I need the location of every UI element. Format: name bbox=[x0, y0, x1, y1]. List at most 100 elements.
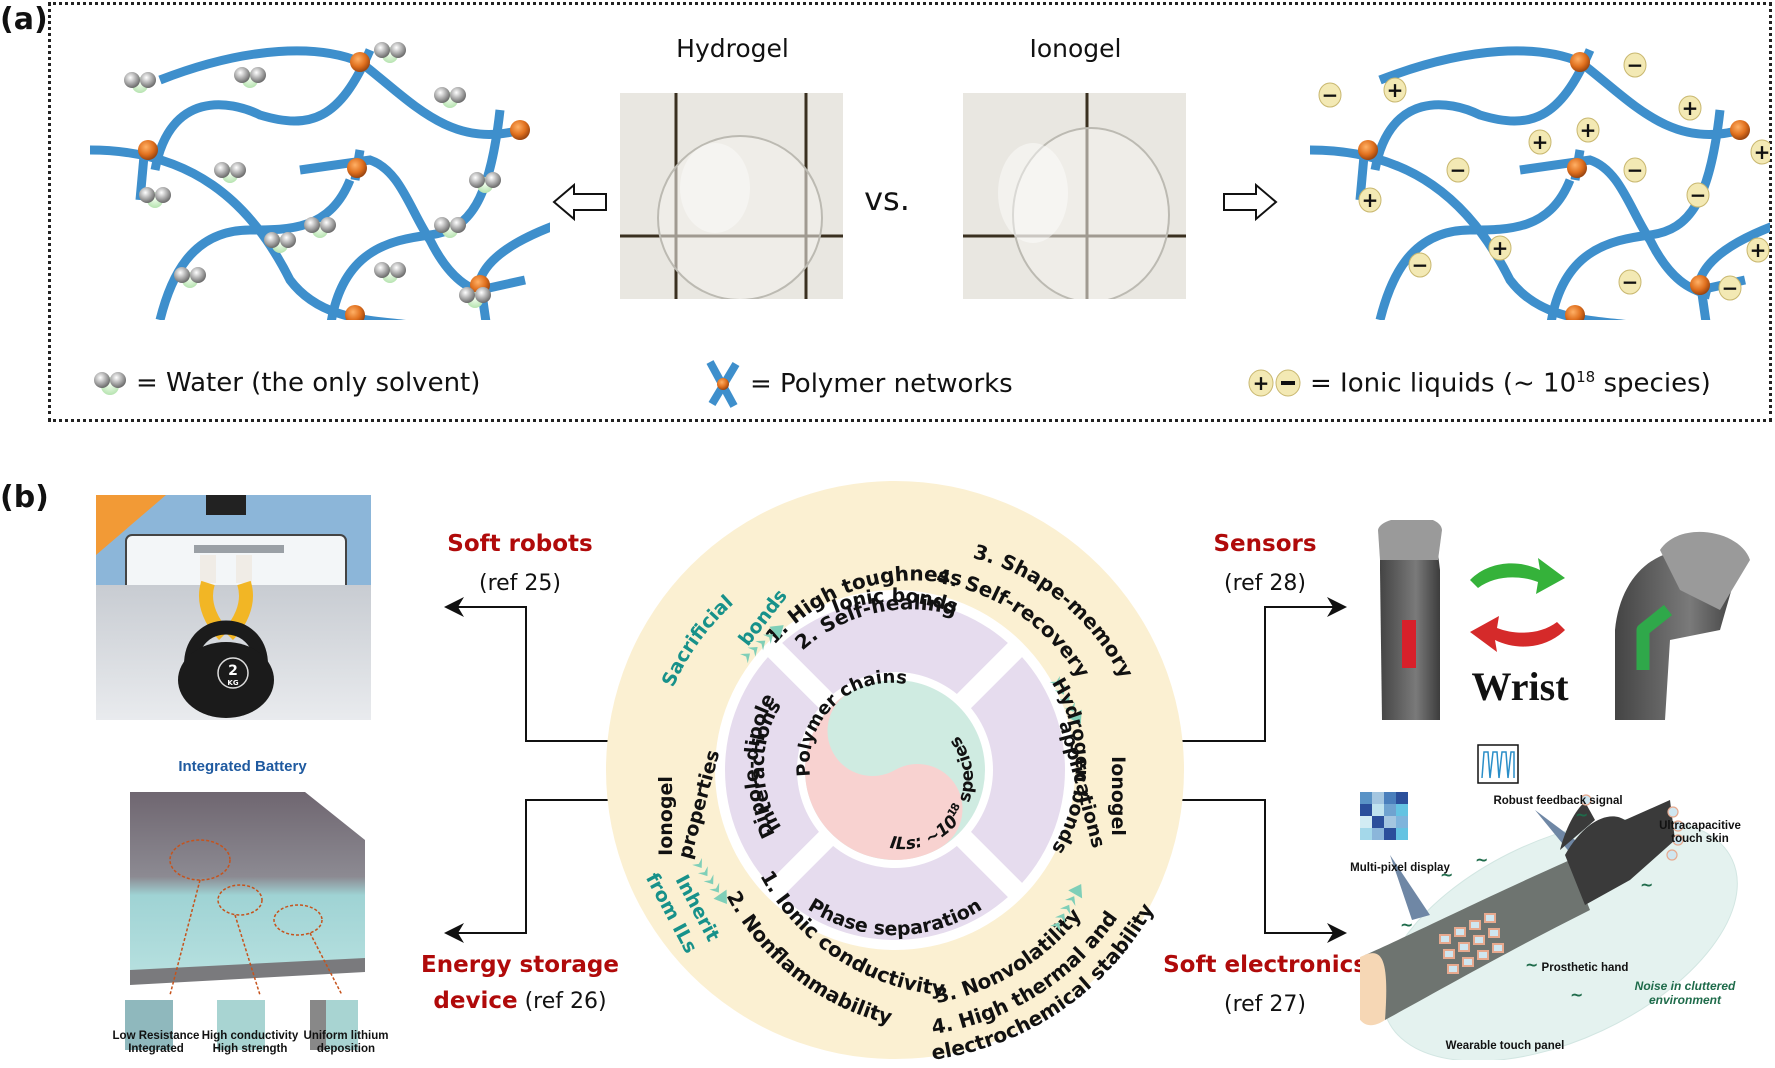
chevron-inherit-icon bbox=[692, 858, 727, 905]
cation-icon: + bbox=[1576, 117, 1600, 143]
svg-text:+: + bbox=[1253, 371, 1270, 395]
anion-icon: − bbox=[1618, 269, 1642, 295]
crosslink-nodes bbox=[138, 52, 530, 320]
svg-text:−: − bbox=[1627, 53, 1644, 77]
panel-b-label: (b) bbox=[0, 480, 49, 515]
noise-tilde-marks: ~~~~~~~ bbox=[1400, 805, 1653, 1004]
svg-text:+: + bbox=[1754, 140, 1770, 164]
right-hollow-arrow-icon bbox=[1223, 182, 1278, 222]
svg-text:−: − bbox=[1690, 183, 1707, 207]
anion-icon: − bbox=[1318, 82, 1342, 108]
cation-icon: + bbox=[1746, 237, 1770, 263]
water-molecules bbox=[124, 42, 501, 308]
anion-icon: − bbox=[1623, 157, 1647, 183]
wrist-straight-icon bbox=[1378, 520, 1442, 720]
prosthetic-arm-illustration: ~~~~~~~ bbox=[1360, 744, 1738, 1060]
chevron-recovery-icon bbox=[1049, 676, 1082, 725]
energy-storage-subtitle: device (ref 26) bbox=[433, 988, 607, 1014]
versus-text: vs. bbox=[864, 180, 910, 218]
multi-pixel-display-label: Multi-pixel display bbox=[1350, 862, 1450, 874]
cation-icon: + bbox=[1678, 95, 1702, 121]
water-molecule-icon bbox=[434, 87, 466, 108]
hydrogel-photo bbox=[620, 93, 843, 299]
arrow-to-soft-robots bbox=[444, 597, 608, 742]
svg-text:−: − bbox=[1412, 253, 1429, 277]
integrated-battery-illustration bbox=[125, 792, 365, 1050]
chevron-arrows bbox=[692, 625, 1083, 932]
legend-polymer: = Polymer networks bbox=[702, 360, 1013, 408]
arrow-to-energy-storage bbox=[444, 799, 608, 943]
water-molecule-icon bbox=[434, 217, 466, 238]
svg-text:~: ~ bbox=[1525, 955, 1538, 974]
svg-text:~: ~ bbox=[1570, 985, 1583, 1004]
legend-water: = Water (the only solvent) bbox=[92, 368, 480, 398]
svg-text:+: + bbox=[1532, 130, 1549, 154]
robust-feedback-label: Robust feedback signal bbox=[1493, 795, 1623, 807]
sensors-title: Sensors bbox=[1213, 531, 1317, 557]
svg-text:+: + bbox=[1750, 238, 1767, 262]
chevron-applications-icon bbox=[1050, 883, 1083, 932]
cation-icon: + bbox=[1528, 129, 1552, 155]
wearable-touch-panel-label: Wearable touch panel bbox=[1445, 1040, 1565, 1052]
arrow-to-soft-electronics bbox=[1182, 799, 1347, 943]
water-molecule-icon bbox=[264, 232, 296, 253]
svg-text:~: ~ bbox=[1440, 865, 1453, 884]
multi-pixel-display-icon bbox=[1360, 792, 1408, 840]
svg-text:~: ~ bbox=[1575, 805, 1588, 824]
svg-text:~: ~ bbox=[1400, 915, 1413, 934]
wrist-label: Wrist bbox=[1471, 664, 1569, 709]
kettlebell-unit: KG bbox=[227, 679, 238, 687]
soft-robots-ref: (ref 25) bbox=[479, 571, 561, 596]
bidirectional-arrows-icon bbox=[1470, 558, 1565, 652]
water-molecule-icon bbox=[174, 267, 206, 288]
prosthetic-hand-label: Prosthetic hand bbox=[1541, 962, 1629, 974]
panel-a-frame bbox=[48, 2, 1772, 422]
svg-text:−: − bbox=[1622, 270, 1639, 294]
water-molecule-icon bbox=[234, 67, 266, 88]
yin-yang-core bbox=[805, 680, 985, 860]
svg-text:+: + bbox=[1580, 118, 1597, 142]
battery-title: Integrated Battery bbox=[178, 758, 307, 775]
ion-pair-icon: + bbox=[1248, 369, 1301, 397]
cation-icon: + bbox=[1488, 235, 1512, 261]
svg-text:−: − bbox=[1450, 158, 1467, 182]
soft-electronics-title: Soft electronics bbox=[1163, 952, 1367, 978]
anion-icon: − bbox=[1623, 52, 1647, 78]
ionogel-applications-label-1: Ionogel bbox=[1107, 756, 1129, 836]
polymer-network-icon bbox=[706, 360, 740, 408]
ionogel-network-diagram: −+−+++−++−+−−+−− bbox=[1309, 46, 1770, 320]
svg-text:+: + bbox=[1682, 96, 1699, 120]
touch-panel-grid bbox=[1439, 913, 1504, 974]
svg-text:+: + bbox=[1362, 188, 1379, 212]
anion-icon: − bbox=[1408, 252, 1432, 278]
legend-ionic-text: = Ionic liquids (~ 1018 species) bbox=[1310, 368, 1711, 399]
ionogel-concept-wheel: 1. High toughness 3. Shape-memory 2. Sel… bbox=[606, 481, 1184, 1065]
wrist-bent-icon bbox=[1615, 531, 1750, 720]
chevron-sacrificial-icon bbox=[740, 625, 784, 664]
water-molecule-icon bbox=[214, 162, 246, 183]
cation-icon: + bbox=[1358, 187, 1382, 213]
cation-icon: + bbox=[1750, 139, 1770, 165]
water-molecule-icon bbox=[374, 42, 406, 63]
kettlebell-weight: 2 bbox=[228, 663, 238, 679]
svg-text:+: + bbox=[1387, 78, 1404, 102]
ionic-liquid-ions: −+−+++−++−+−−+−− bbox=[1318, 52, 1770, 301]
water-molecule-icon bbox=[469, 172, 501, 193]
svg-text:−: − bbox=[1722, 276, 1739, 300]
anion-icon: − bbox=[1686, 182, 1710, 208]
wrist-sensor-illustration: Wrist bbox=[1378, 520, 1750, 720]
soft-robots-title: Soft robots bbox=[447, 531, 593, 557]
ionogel-properties-label-1: Ionogel bbox=[655, 776, 677, 856]
svg-text:+: + bbox=[1492, 236, 1509, 260]
anion-icon: − bbox=[1446, 157, 1470, 183]
soft-robot-gripper-photo: 2 KG bbox=[96, 495, 371, 720]
water-molecule-icon bbox=[139, 187, 171, 208]
water-molecule-icon bbox=[94, 372, 126, 395]
ionogel-title: Ionogel bbox=[1029, 34, 1122, 63]
legend-water-text: = Water (the only solvent) bbox=[136, 368, 481, 398]
